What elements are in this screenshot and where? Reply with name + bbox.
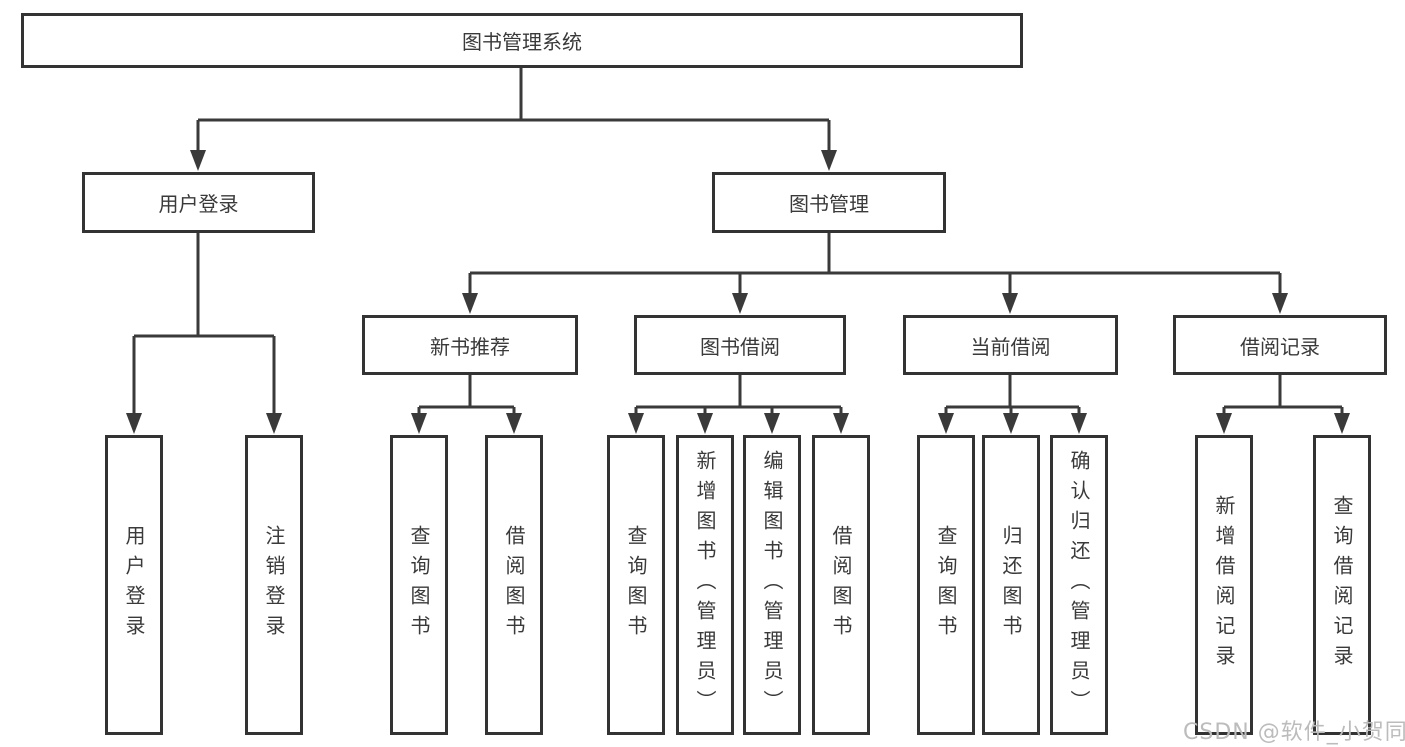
node-book-borrowing: 图书借阅 [634,315,846,375]
node-book-management: 图书管理 [712,172,946,233]
leaf-add-borrow-record: 新增借阅记录 [1195,435,1253,735]
leaf-return-books: 归还图书 [982,435,1040,735]
leaf-confirm-return-admin: 确认归还（管理员） [1050,435,1108,735]
node-borrowing-records: 借阅记录 [1173,315,1387,375]
leaf-query-books-1: 查询图书 [390,435,448,735]
node-current-borrowing: 当前借阅 [903,315,1118,375]
leaf-borrow-books-1: 借阅图书 [485,435,543,735]
leaf-user-login: 用户登录 [105,435,163,735]
node-book-management-system: 图书管理系统 [21,13,1023,68]
node-new-book-recommend: 新书推荐 [362,315,578,375]
node-user-login: 用户登录 [82,172,315,233]
leaf-logout: 注销登录 [245,435,303,735]
leaf-edit-books-admin: 编辑图书（管理员） [743,435,801,735]
leaf-query-books-2: 查询图书 [607,435,665,735]
leaf-borrow-books-2: 借阅图书 [812,435,870,735]
leaf-query-borrow-record: 查询借阅记录 [1313,435,1371,735]
leaf-query-books-3: 查询图书 [917,435,975,735]
leaf-add-books-admin: 新增图书（管理员） [676,435,734,735]
csdn-watermark: CSDN @软件_小贺同学 [1183,720,1405,745]
